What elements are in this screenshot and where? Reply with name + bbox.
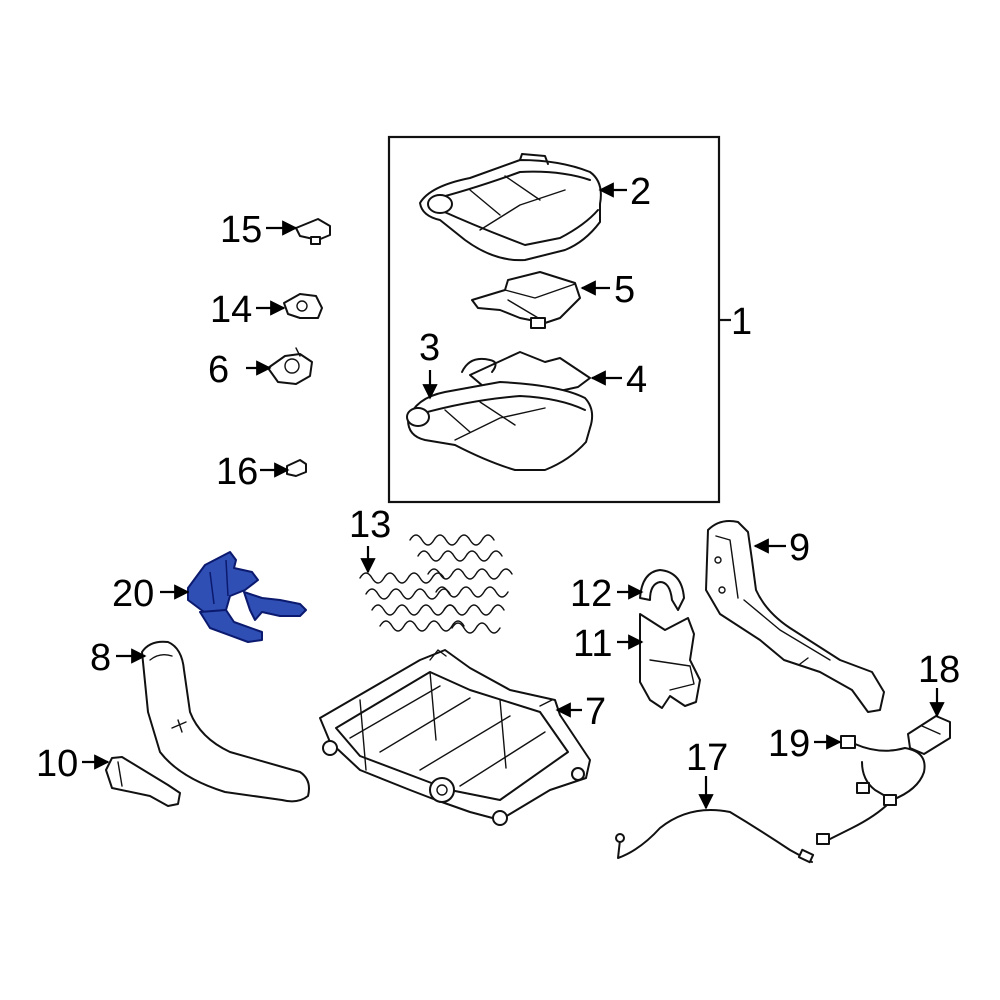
callout-13: 13: [349, 504, 391, 546]
part-20-bracket-assembly[interactable]: [187, 551, 307, 643]
callout-8: 8: [90, 637, 111, 679]
callout-4: 4: [626, 359, 647, 401]
part-10-trim[interactable]: [105, 756, 181, 807]
callout-5: 5: [614, 269, 635, 311]
part-3-cushion-pad[interactable]: [406, 381, 594, 471]
callout-1: 1: [731, 301, 752, 343]
part-9-side-panel[interactable]: [705, 520, 885, 713]
part-7-seat-frame[interactable]: [319, 649, 591, 826]
callout-15: 15: [220, 209, 262, 251]
callout-10: 10: [36, 743, 78, 785]
part-19-harness[interactable]: [816, 735, 926, 845]
callout-arrows: [82, 182, 945, 810]
part-12-ring[interactable]: [639, 569, 685, 611]
callout-2: 2: [630, 171, 651, 213]
callout-12: 12: [570, 573, 612, 615]
part-13-springs[interactable]: [359, 534, 513, 634]
callout-6: 6: [208, 349, 229, 391]
callout-labels: 1 2 3 4 5 6 7 8 9 10 11 12 13 14 15 16 1…: [36, 171, 960, 785]
part-15-knob[interactable]: [295, 218, 331, 245]
part-14-cover[interactable]: [283, 293, 323, 319]
part-6-bracket[interactable]: [267, 347, 313, 385]
callout-3: 3: [419, 327, 440, 369]
part-17-cable[interactable]: [615, 809, 815, 864]
part-2-cushion-cover[interactable]: [419, 153, 602, 262]
part-16-clip[interactable]: [286, 459, 307, 477]
callout-19: 19: [768, 723, 810, 765]
part-8-side-shield[interactable]: [141, 640, 310, 803]
callout-14: 14: [210, 289, 252, 331]
callout-17: 17: [686, 737, 728, 779]
callout-16: 16: [216, 451, 258, 493]
callout-18: 18: [918, 649, 960, 691]
callout-11: 11: [573, 623, 612, 665]
part-18-module[interactable]: [907, 715, 951, 755]
callout-9: 9: [789, 527, 810, 569]
part-5-pad[interactable]: [471, 271, 581, 329]
callout-7: 7: [585, 691, 606, 733]
part-11-bracket-cover[interactable]: [639, 613, 701, 709]
callout-20: 20: [112, 573, 154, 615]
